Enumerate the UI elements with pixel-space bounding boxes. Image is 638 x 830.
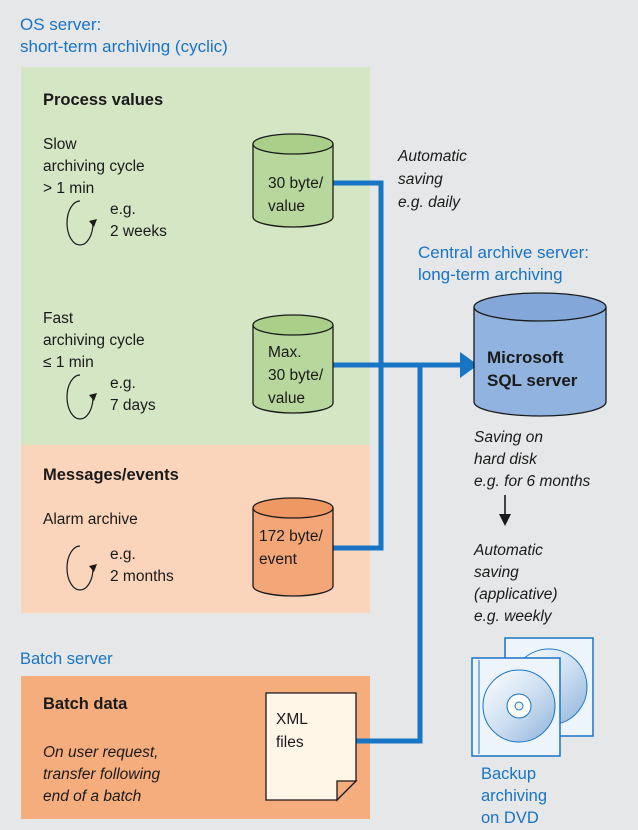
auto-saving-weekly-line1: Automatic <box>474 542 543 559</box>
os-server-title-line2: short-term archiving (cyclic) <box>20 37 228 56</box>
auto-saving-daily-line2: saving <box>398 171 443 188</box>
cycle-icon-fast <box>66 374 97 420</box>
slow-db-line <box>333 180 384 365</box>
xml-file-label-line2: files <box>276 734 304 751</box>
batch-server-title: Batch server <box>20 650 113 668</box>
backup-line3: on DVD <box>481 809 539 827</box>
batch-desc-line3: end of a batch <box>43 788 142 805</box>
hard-disk-saving-line3: e.g. for 6 months <box>474 473 591 490</box>
xml-file-icon <box>265 692 358 802</box>
os-server-title-line1: OS server: <box>20 15 102 34</box>
connection-lines <box>333 180 462 744</box>
slow-cycle-line3: > 1 min <box>43 180 95 197</box>
fast-period: 7 days <box>110 397 156 414</box>
fast-db-label-line2: 30 byte/ <box>268 367 324 384</box>
slow-db-label-line1: 30 byte/ <box>268 175 324 192</box>
auto-saving-daily-line3: e.g. daily <box>398 194 461 211</box>
slow-cycle-line2: archiving cycle <box>43 158 145 175</box>
arrow-to-sql-server <box>460 352 478 378</box>
cycle-icon-slow <box>66 200 97 246</box>
alarm-period: 2 months <box>110 568 174 585</box>
slow-archive-db <box>252 133 334 228</box>
alarm-db-label-line2: event <box>259 551 297 568</box>
slow-cycle-line1: Slow <box>43 136 77 153</box>
batch-desc-line2: transfer following <box>43 766 161 783</box>
slow-period: 2 weeks <box>110 223 167 240</box>
fast-archive-db <box>252 314 334 414</box>
sql-server-label-line2: SQL server <box>487 371 578 390</box>
auto-saving-weekly-line4: e.g. weekly <box>474 608 552 625</box>
fast-eg: e.g. <box>110 375 136 392</box>
cycle-icon-alarm <box>66 545 97 591</box>
messages-db-line <box>333 365 384 551</box>
sql-server-label-line1: Microsoft <box>487 348 564 367</box>
down-arrow-icon <box>499 495 511 526</box>
batch-desc-line1: On user request, <box>43 744 159 761</box>
fast-db-label-line1: Max. <box>268 344 302 361</box>
alarm-eg: e.g. <box>110 546 136 563</box>
slow-db-label-line2: value <box>268 198 306 215</box>
hard-disk-saving-line2: hard disk <box>474 451 537 468</box>
fast-db-label-line3: value <box>268 390 306 407</box>
slow-eg: e.g. <box>110 201 136 218</box>
process-values-heading: Process values <box>43 91 164 109</box>
central-title-line2: long-term archiving <box>418 265 563 284</box>
fast-cycle-line2: archiving cycle <box>43 332 145 349</box>
dvd-icon <box>471 637 594 757</box>
alarm-db-label-line1: 172 byte/ <box>259 528 323 545</box>
auto-saving-weekly-line2: saving <box>474 564 519 581</box>
backup-line2: archiving <box>481 787 548 805</box>
batch-line <box>355 365 423 744</box>
fast-cycle-line1: Fast <box>43 310 74 327</box>
messages-heading: Messages/events <box>43 466 179 484</box>
auto-saving-daily-line1: Automatic <box>398 148 467 165</box>
batch-data-heading: Batch data <box>43 695 128 713</box>
hard-disk-saving-line1: Saving on <box>474 429 543 446</box>
backup-line1: Backup <box>481 765 537 783</box>
xml-file-label-line1: XML <box>276 711 308 728</box>
fast-cycle-line3: ≤ 1 min <box>43 354 94 371</box>
central-title-line1: Central archive server: <box>418 243 590 262</box>
auto-saving-weekly-line3: (applicative) <box>474 586 558 603</box>
alarm-archive-label: Alarm archive <box>43 511 138 528</box>
alarm-archive-db <box>252 497 334 597</box>
sql-server-db <box>473 292 607 417</box>
